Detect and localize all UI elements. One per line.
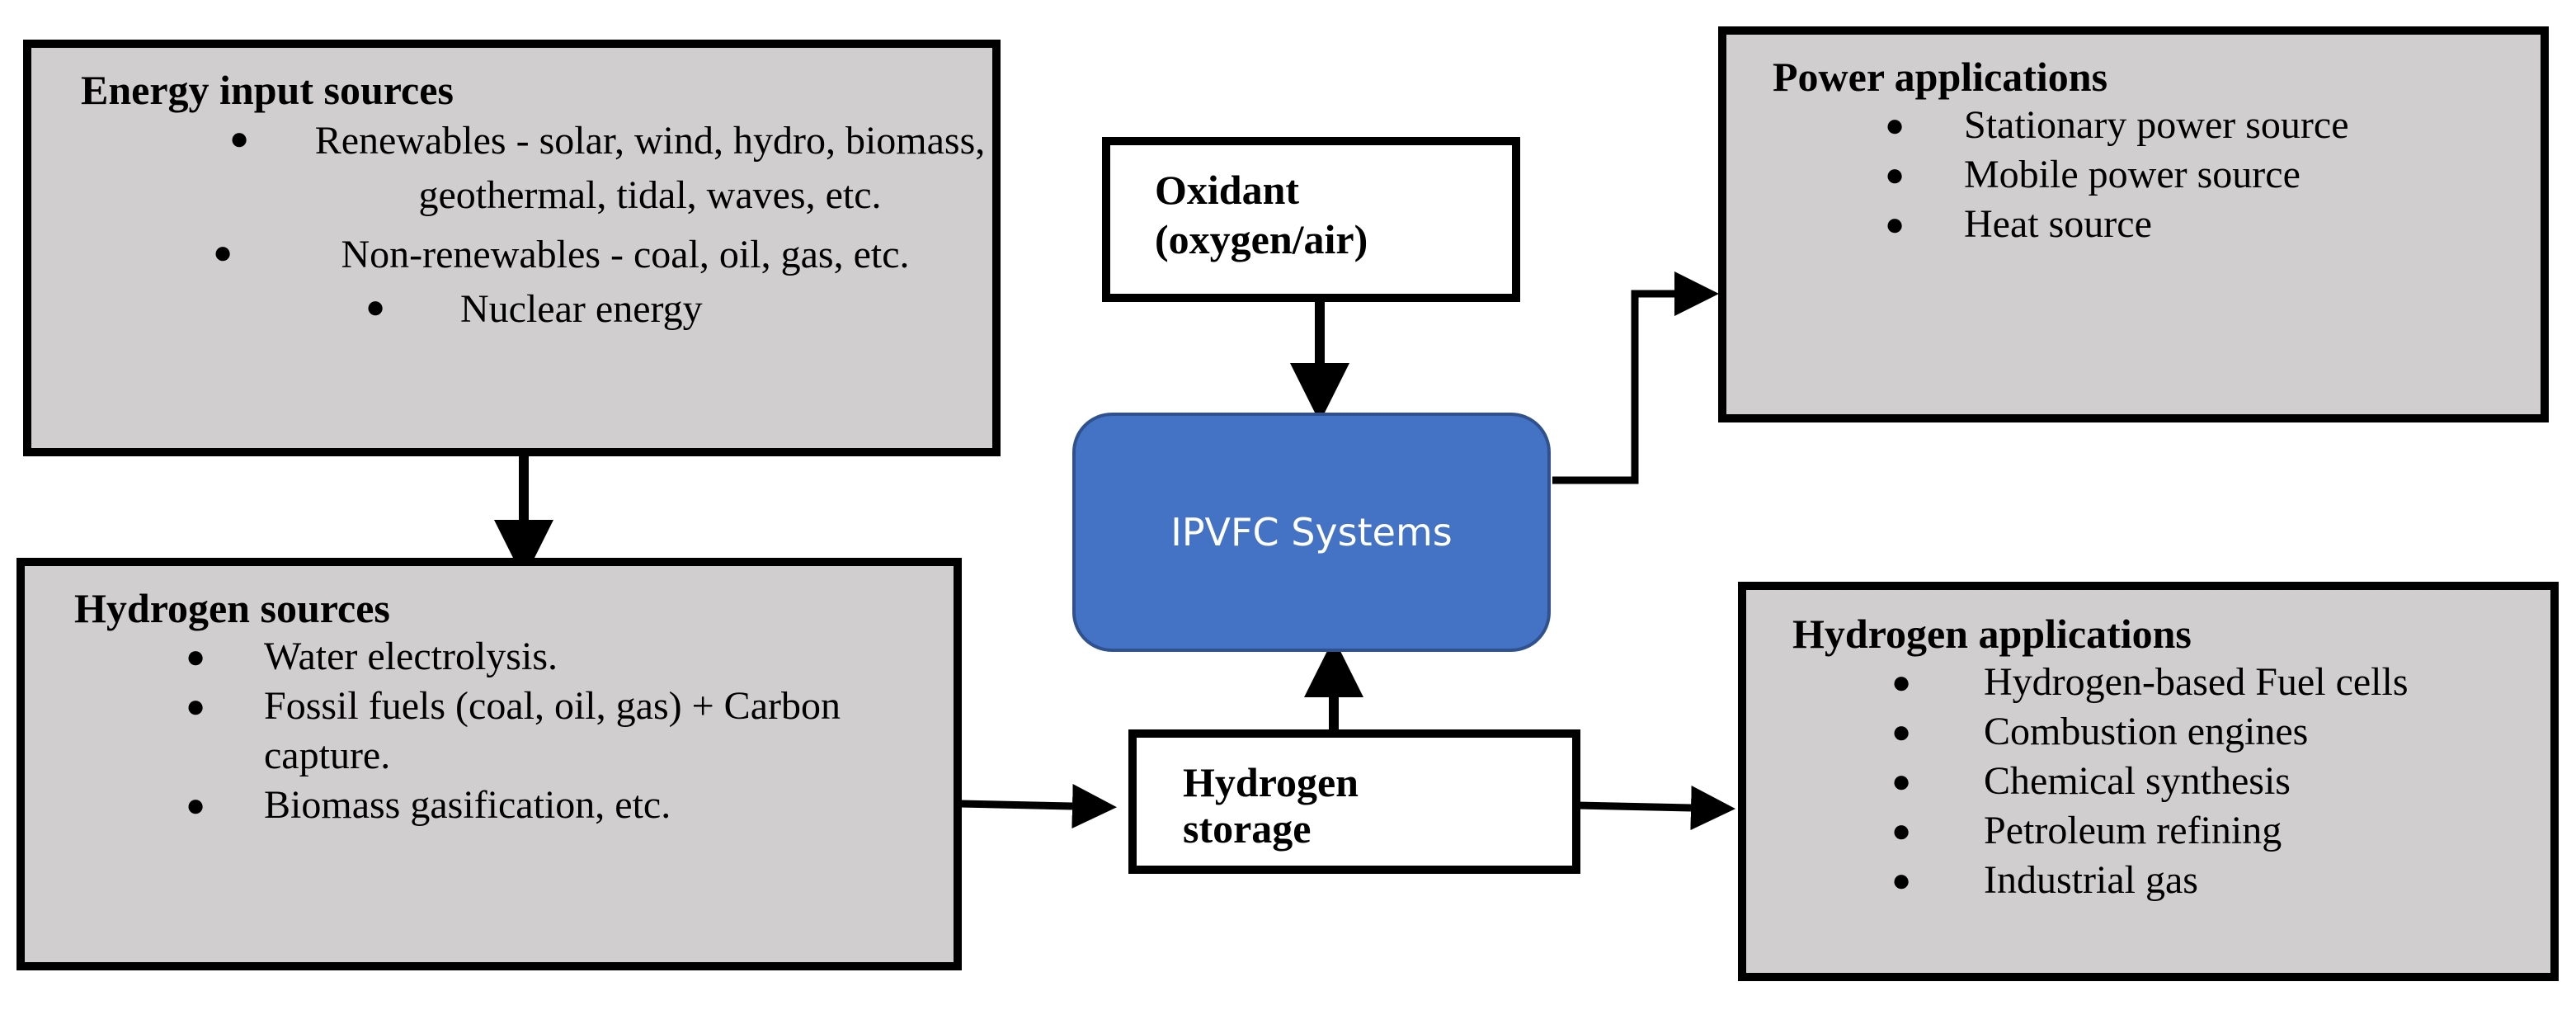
oxidant-box: Oxidant (oxygen/air) <box>1102 137 1520 302</box>
bullet-icon: ● <box>1885 156 1905 193</box>
list-item-text: Petroleum refining <box>1984 809 2282 852</box>
bullet-icon: ● <box>186 638 206 675</box>
bullet-icon: ● <box>1885 205 1905 243</box>
storage-line1: Hydrogen <box>1183 759 1359 805</box>
list-item: ● Chemical synthesis <box>1792 757 2526 806</box>
hydrogen-sources-list: ● Water electrolysis. ● Fossil fuels (co… <box>74 632 929 830</box>
power-applications-title: Power applications <box>1773 54 2108 100</box>
list-item: ● Fossil fuels (coal, oil, gas) + Carbon… <box>74 682 924 781</box>
arrow-sources-to-storage <box>959 784 1117 828</box>
storage-line2: storage <box>1183 805 1312 852</box>
power-applications-list: ● Stationary power source ● Mobile power… <box>1773 101 2516 249</box>
list-item: ● Petroleum refining <box>1792 806 2526 856</box>
list-item: ● Nuclear energy <box>81 282 968 337</box>
bullet-icon: ● <box>229 120 250 157</box>
list-item-text: Chemical synthesis <box>1984 759 2291 803</box>
list-item-text: Industrial gas <box>1984 858 2198 902</box>
list-item-text: Non-renewables - coal, oil, gas, etc. <box>341 233 910 276</box>
list-item-text: Hydrogen-based Fuel cells <box>1984 660 2409 704</box>
ipvfc-systems-label: IPVFC Systems <box>1170 510 1453 555</box>
arrow-core-to-power <box>1552 271 1719 484</box>
bullet-icon: ● <box>1885 106 1905 144</box>
list-item: ● Stationary power source <box>1773 101 2426 150</box>
hydrogen-storage-box: Hydrogen storage <box>1128 729 1580 874</box>
list-item-text: Stationary power source <box>1964 103 2349 147</box>
bullet-icon: ● <box>1891 762 1912 800</box>
bullet-icon: ● <box>365 288 386 325</box>
list-item-text: Mobile power source <box>1964 153 2301 196</box>
list-item: ● Industrial gas <box>1792 856 2526 905</box>
oxidant-line1: Oxidant <box>1155 167 1300 213</box>
bullet-icon: ● <box>186 786 206 824</box>
bullet-icon: ● <box>1891 713 1912 750</box>
list-item-text: Renewables - solar, wind, hydro, biomass… <box>314 119 986 217</box>
power-applications-box: Power applications ● Stationary power so… <box>1718 26 2549 422</box>
hydrogen-sources-title: Hydrogen sources <box>74 585 390 631</box>
list-item-text: Combustion engines <box>1984 710 2309 753</box>
list-item: ● Hydrogen-based Fuel cells <box>1792 658 2512 707</box>
ipvfc-systems-node: IPVFC Systems <box>1072 413 1551 652</box>
list-item-text: Biomass gasification, etc. <box>264 783 671 827</box>
list-item-text: Fossil fuels (coal, oil, gas) + Carbon c… <box>264 684 841 777</box>
list-item: ● Renewables - solar, wind, hydro, bioma… <box>81 114 985 223</box>
bullet-icon: ● <box>1891 861 1912 899</box>
oxidant-line2: (oxygen/air) <box>1155 216 1368 262</box>
energy-input-title: Energy input sources <box>81 67 454 113</box>
list-item: ● Mobile power source <box>1773 150 2516 200</box>
bullet-icon: ● <box>1891 663 1912 701</box>
list-item-text: Heat source <box>1964 202 2152 246</box>
hydrogen-sources-box: Hydrogen sources ● Water electrolysis. ●… <box>16 558 962 970</box>
list-item: ● Heat source <box>1773 200 2516 249</box>
bullet-icon: ● <box>1891 812 1912 849</box>
list-item: ● Combustion engines <box>1792 707 2526 757</box>
hydrogen-applications-list: ● Hydrogen-based Fuel cells ● Combustion… <box>1792 658 2526 905</box>
list-item: ● Biomass gasification, etc. <box>74 781 929 830</box>
energy-input-list: ● Renewables - solar, wind, hydro, bioma… <box>81 114 985 337</box>
hydrogen-applications-box: Hydrogen applications ● Hydrogen-based F… <box>1738 582 2559 981</box>
bullet-icon: ● <box>213 234 233 271</box>
list-item-text: Nuclear energy <box>460 287 703 331</box>
bullet-icon: ● <box>186 687 206 724</box>
energy-input-sources-box: Energy input sources ● Renewables - sola… <box>23 40 1001 456</box>
list-item: ● Non-renewables - coal, oil, gas, etc. <box>81 228 968 282</box>
arrow-storage-to-h2apps <box>1576 786 1735 830</box>
list-item-text: Water electrolysis. <box>264 635 558 678</box>
hydrogen-applications-title: Hydrogen applications <box>1792 611 2192 657</box>
list-item: ● Water electrolysis. <box>74 632 929 682</box>
